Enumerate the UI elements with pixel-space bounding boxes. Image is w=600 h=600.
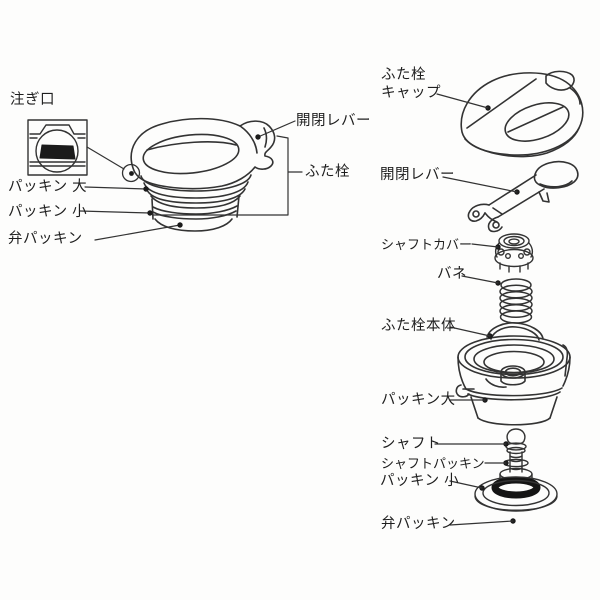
label-shaft: シャフト [381, 436, 441, 452]
label-valve-packing-left: 弁パッキン [8, 231, 83, 247]
label-spring: バネ [437, 266, 467, 282]
label-shaft-packing: シャフトパッキン [381, 456, 485, 471]
label-packing-large-left: パッキン 大 [8, 179, 88, 195]
valve-assembly-drawing [475, 429, 557, 524]
label-lid-stopper: ふた栓 [305, 164, 350, 180]
label-cap-line1: ふた栓 [381, 67, 426, 83]
label-valve-packing-right: 弁パッキン [381, 516, 456, 532]
cap-drawing [461, 71, 583, 156]
lid-body-drawing [456, 323, 570, 425]
assembled-view-leader-lines [80, 121, 302, 240]
label-shaft-cover: シャフトカバー [381, 237, 473, 252]
assembled-lid-drawing [123, 119, 275, 231]
label-cap-line2: キャップ [381, 85, 441, 101]
spring-drawing [495, 279, 532, 323]
label-packing-small-left: パッキン 小 [8, 204, 88, 220]
label-lever-exploded: 開閉レバー [380, 167, 455, 183]
spout-detail-inset [28, 120, 124, 175]
label-spout: 注ぎ口 [10, 92, 55, 108]
label-lever-assembled: 開閉レバー [296, 113, 371, 129]
lever-drawing [468, 162, 577, 232]
label-lid-body: ふた栓本体 [381, 318, 456, 334]
label-packing-small-right: パッキン 小 [380, 473, 460, 489]
shaft-cover-drawing [495, 234, 533, 272]
label-packing-large-right: パッキン大 [381, 392, 456, 408]
exploded-view-leader-lines [435, 94, 517, 525]
